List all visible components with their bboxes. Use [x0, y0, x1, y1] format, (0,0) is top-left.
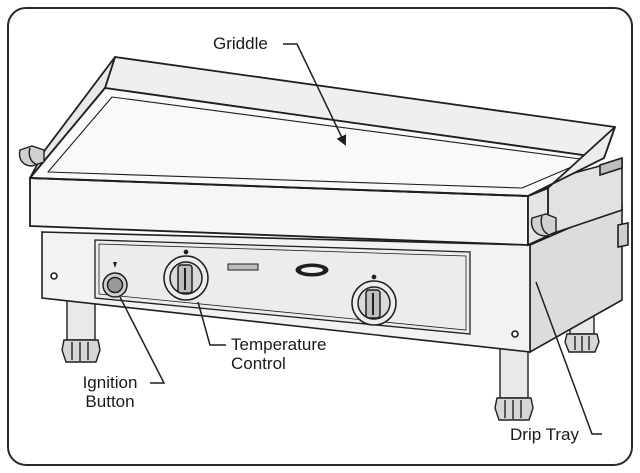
ignition-button-label-line1: Ignition: [82, 373, 138, 392]
drip-tray-label: Drip Tray: [510, 425, 579, 444]
handles: [18, 145, 557, 237]
ignition-button: [102, 262, 128, 298]
callout-lines: [119, 43, 602, 435]
ignition-button-label: Ignition Button: [70, 373, 150, 411]
drip-tray-leader: [535, 281, 602, 435]
temperature-control-label-line1: Temperature: [231, 335, 327, 354]
leg-front-left: [61, 295, 101, 363]
ignition-button-leader: [119, 296, 166, 384]
griddle-top: [29, 56, 616, 197]
brand-badges: [227, 263, 329, 277]
temperature-control-label-line2: Control: [231, 354, 286, 373]
ignition-button-label-line2: Button: [85, 392, 135, 411]
leg-front-right: [494, 345, 534, 421]
griddle-leader: [283, 43, 347, 146]
griddle-label: Griddle: [213, 34, 268, 53]
temperature-control-leader: [197, 301, 226, 346]
handle-left: [18, 145, 45, 167]
handle-right: [530, 213, 557, 237]
temperature-knob-right: [351, 274, 397, 326]
temperature-knob-left: [163, 249, 209, 301]
temperature-control-label: Temperature Control: [231, 335, 326, 373]
